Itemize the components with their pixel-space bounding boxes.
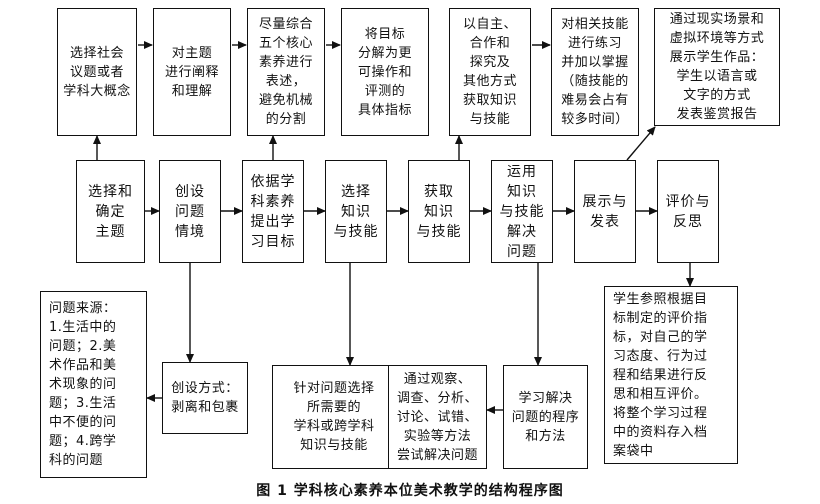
note-b6: 学生参照根据目 标制定的评价指 标，对自己的学 习态度、行为过 程和结果进行反 … xyxy=(604,286,738,464)
figure-caption: 图 1 学科核心素养本位美术教学的结构程序图 xyxy=(256,483,564,499)
note-t6: 对相关技能 进行练习 并加以掌握 （随技能的 难易会占有 较多时间） xyxy=(551,8,639,136)
note-t7: 通过现实场景和 虚拟环境等方式 展示学生作品： 学生以语言或 文字的方式 发表鉴… xyxy=(654,8,780,126)
note-b4: 通过观察、 调查、分析、 讨论、试错、 实验等方法 尝试解决问题 xyxy=(388,365,487,469)
arrow-m7-t7 xyxy=(626,126,656,161)
step-m4: 选择 知识 与技能 xyxy=(325,160,387,263)
note-t3: 尽量综合 五个核心 素养进行 表述， 避免机械 的分割 xyxy=(247,8,325,136)
note-b3: 针对问题选择 所需要的 学科或跨学科 知识与技能 xyxy=(272,365,396,469)
step-m1: 选择和 确定 主题 xyxy=(76,160,145,263)
step-m2: 创设 问题 情境 xyxy=(159,160,221,263)
step-m3: 依据学 科素养 提出学 习目标 xyxy=(242,160,304,263)
note-t1: 选择社会 议题或者 学科大概念 xyxy=(57,8,137,136)
note-b5: 学习解决 问题的程序 和方法 xyxy=(503,365,588,469)
step-m5: 获取 知识 与技能 xyxy=(408,160,470,263)
note-t2: 对主题 进行阐释 和理解 xyxy=(153,8,231,136)
note-t4: 将目标 分解为更 可操作和 评测的 具体指标 xyxy=(341,8,429,136)
note-t5: 以自主、 合作和 探究及 其他方式 获取知识 与技能 xyxy=(449,8,531,136)
step-m8: 评价与 反思 xyxy=(657,160,719,263)
step-m6: 运用 知识 与技能 解决 问题 xyxy=(491,160,553,263)
step-m7: 展示与 发表 xyxy=(574,160,636,263)
note-b1: 问题来源： 1.生活中的 问题；2.美 术作品和美 术现象的问 题；3.生活 中… xyxy=(40,291,147,478)
note-b2: 创设方式： 剥离和包裹 xyxy=(162,362,248,434)
